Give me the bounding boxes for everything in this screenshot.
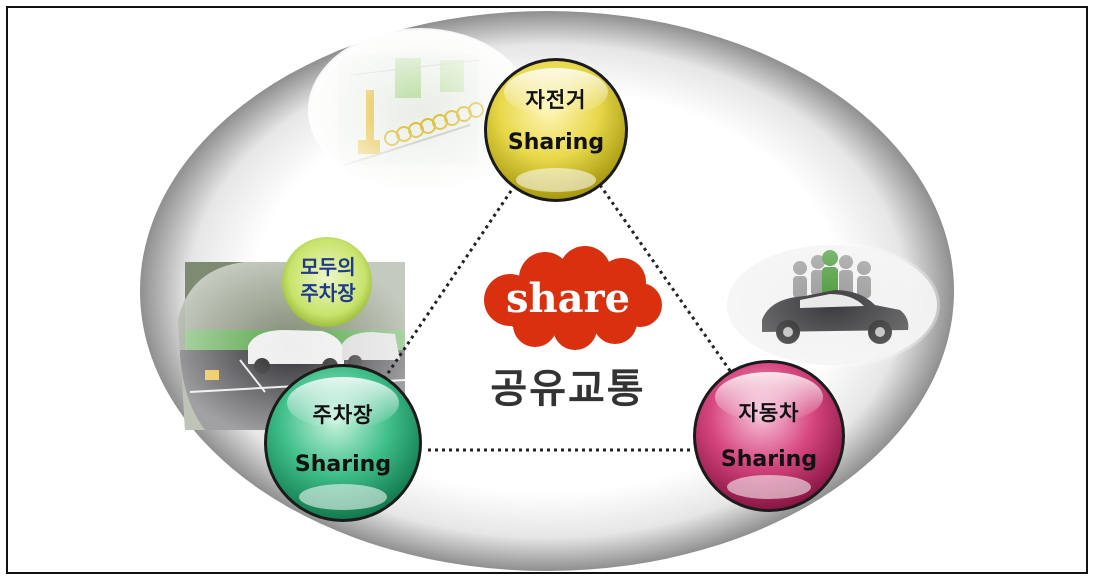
car-node-korean: 자동차 [738, 401, 800, 425]
outer-frame [6, 6, 1088, 574]
share-logo-text: share [505, 275, 631, 322]
parking-tag-bubble [282, 237, 372, 327]
bicycle-station-photo [308, 28, 532, 192]
share-logo [484, 246, 662, 350]
car-sharing-icon [724, 242, 940, 368]
parking-tag-line1: 모두의 [300, 255, 356, 279]
parking-node-english: Sharing [294, 452, 392, 477]
parking-tag-text: 모두의 주차장 [283, 254, 373, 306]
center-title: 공유교통 [490, 366, 646, 412]
car-sharing-node[interactable] [693, 360, 845, 512]
parking-node-korean: 주차장 [312, 403, 374, 427]
parking-sharing-node[interactable] [264, 364, 422, 522]
bicycle-sharing-node[interactable] [484, 58, 628, 202]
connector-bicycle-parking [378, 184, 517, 386]
connector-bicycle-car [598, 184, 742, 386]
bicycle-node-english: Sharing [507, 130, 605, 155]
parking-tag-line2: 주차장 [300, 281, 356, 305]
car-node-english: Sharing [720, 447, 818, 472]
bicycle-node-korean: 자전거 [525, 88, 587, 112]
